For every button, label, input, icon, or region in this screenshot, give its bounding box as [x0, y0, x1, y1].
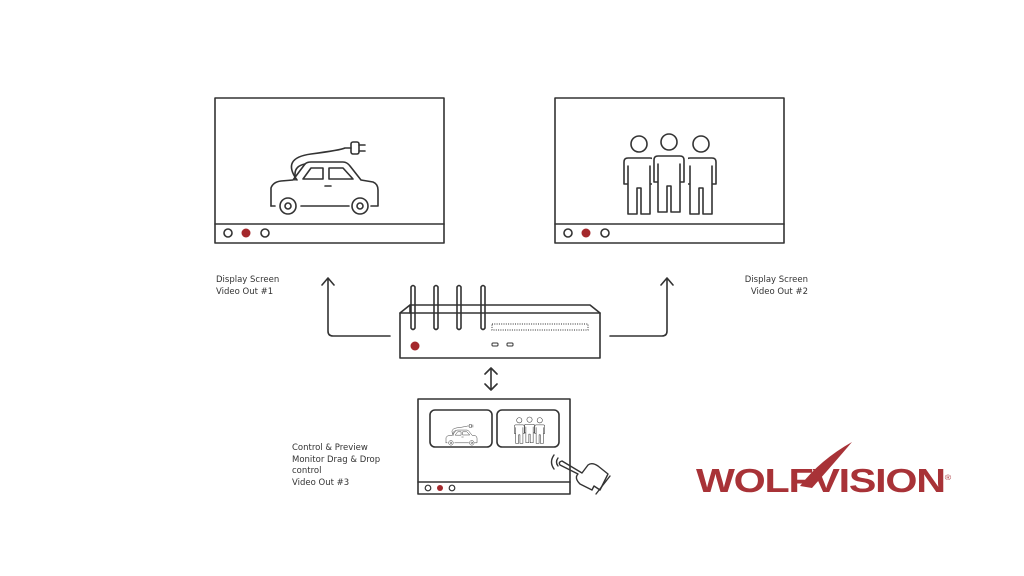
touch-hand-icon [550, 454, 611, 495]
control-preview-monitor [417, 398, 571, 495]
label-line: Monitor Drag & Drop [292, 454, 381, 465]
label-line: control [292, 466, 322, 476]
double-arrow-icon [484, 367, 498, 391]
people-group-icon [623, 133, 717, 216]
electric-car-icon [270, 141, 379, 215]
screen-2-label: Display Screen Video Out #2 [745, 275, 808, 298]
label-line: Control & Preview [292, 443, 368, 453]
label-line: Display Screen [744, 275, 808, 285]
arrow-up-icon [609, 277, 674, 337]
label-line: Video Out #3 [292, 477, 350, 488]
arrow-up-icon [321, 277, 391, 337]
registered-mark: ® [944, 475, 952, 482]
display-screen-2 [554, 97, 785, 244]
screen-1-label: Display Screen Video Out #1 [216, 275, 279, 298]
label-line: Video Out #1 [216, 286, 274, 297]
label-line: Display Screen [216, 275, 280, 285]
antennas [410, 284, 486, 331]
display-screen-1 [214, 97, 445, 244]
label-line: Video Out #2 [750, 286, 808, 297]
electric-car-icon [445, 424, 478, 446]
control-monitor-label: Control & Preview Monitor Drag & Drop co… [292, 443, 380, 489]
wireless-presentation-device [399, 284, 601, 359]
wolfvision-logo: WOLFVISION® [696, 462, 952, 500]
people-group-icon [514, 416, 545, 444]
logo-text: WOLFVISION [696, 462, 946, 499]
